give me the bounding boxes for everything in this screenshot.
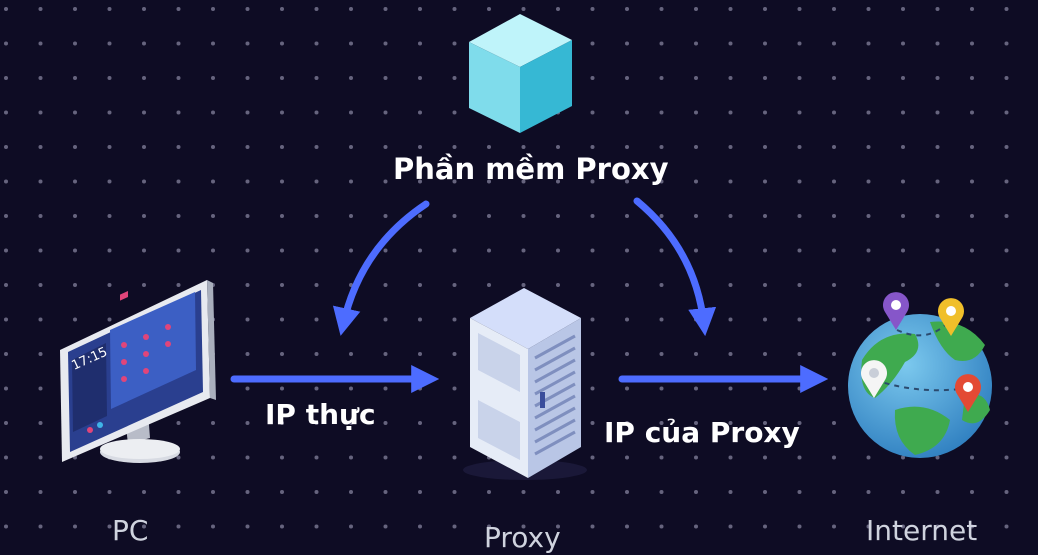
location-pin-icon — [938, 298, 964, 336]
proxy-software-label: Phần mềm Proxy — [393, 152, 669, 186]
ip-proxy-label: IP của Proxy — [604, 416, 800, 449]
pc-label: PC — [112, 514, 149, 547]
arrow-software-to-proxy — [332, 200, 430, 336]
location-pin-icon — [861, 360, 888, 398]
location-pin-icon — [955, 374, 981, 412]
server-rack-icon — [463, 288, 587, 480]
proxy-label: Proxy — [484, 521, 561, 554]
internet-label: Internet — [866, 514, 978, 547]
location-pin-icon — [883, 292, 909, 330]
cube-icon — [469, 14, 572, 133]
arrow-software-to-internet — [633, 197, 717, 337]
ip-real-label: IP thực — [265, 398, 376, 431]
computer-monitor-icon: 17:15 — [60, 280, 216, 463]
